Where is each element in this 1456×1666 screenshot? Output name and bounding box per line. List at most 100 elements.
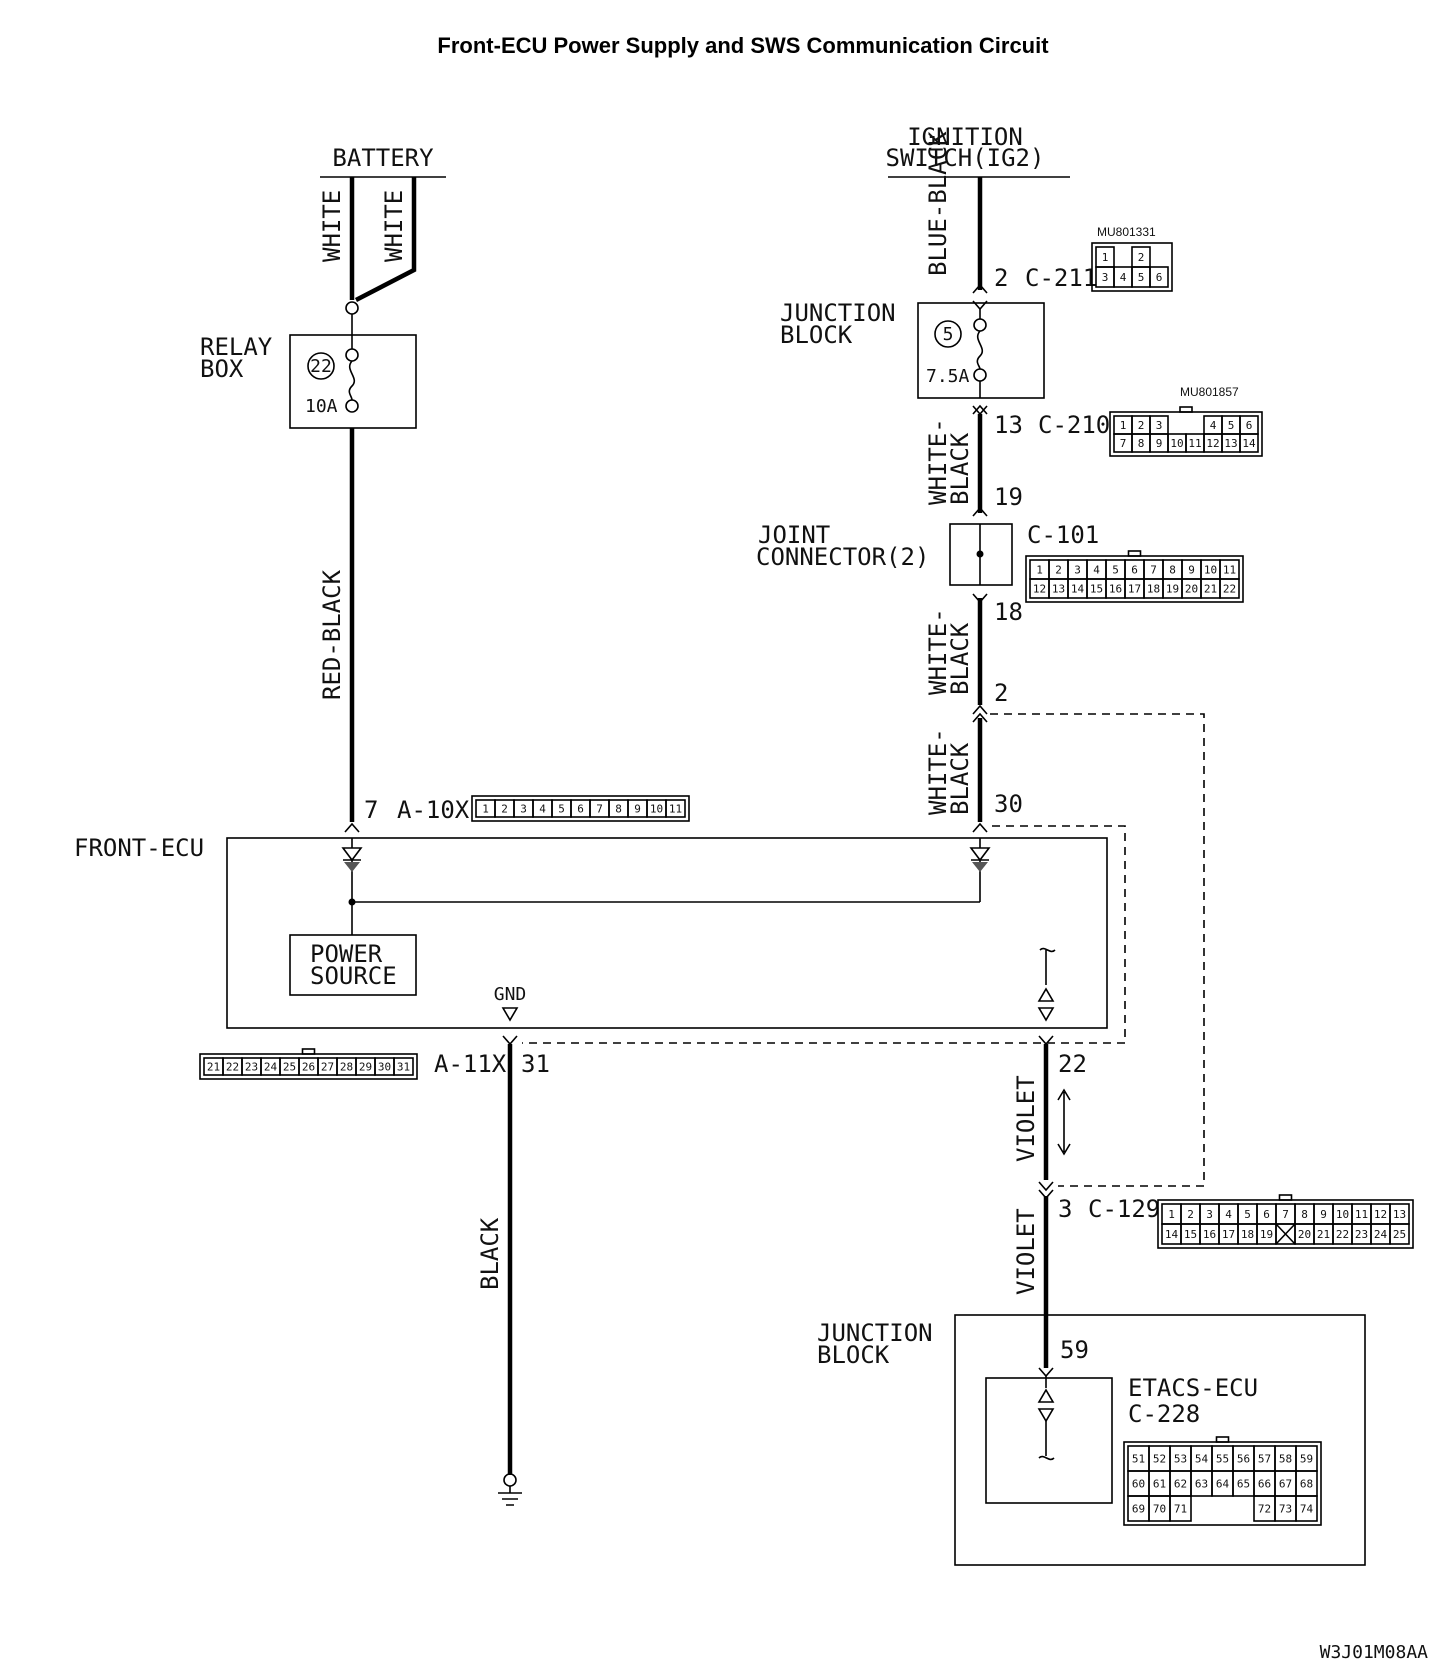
connector-pin-label: 7	[596, 803, 603, 816]
ground-terminal	[503, 1473, 517, 1487]
connector-pin-label: 12	[1206, 437, 1219, 450]
etacs-ecu-label: ETACS-ECU	[1128, 1374, 1258, 1402]
connector-pin-label: 6	[1131, 564, 1138, 577]
connector-pin-label: 67	[1279, 1478, 1292, 1491]
connector-pin-cell	[1149, 266, 1169, 288]
connector-pin-label: 17	[1128, 583, 1141, 596]
connector-pin-label: 13	[1393, 1208, 1406, 1221]
connector-pin-label: 1	[482, 803, 489, 816]
joint-pin-in-marker	[972, 506, 988, 517]
connector-pin-cell	[1295, 1495, 1318, 1522]
connector-pin-label: 12	[1033, 583, 1046, 596]
connector-pin-label: 12	[1374, 1208, 1387, 1221]
connector-key	[1215, 1436, 1230, 1443]
connector-pin-label: 26	[302, 1061, 315, 1074]
connector-pin-label: 66	[1258, 1478, 1271, 1491]
power-source-label-1: POWER	[310, 940, 383, 968]
connector-key	[1278, 1194, 1293, 1201]
a10x-pin-number: 7	[364, 796, 378, 824]
jb-fuse-rating: 7.5A	[926, 366, 970, 387]
ignition-label-1: IGNITION	[907, 123, 1023, 151]
connector-pin-label: 3	[1156, 419, 1163, 432]
connector-pin-label: 7	[1120, 437, 1127, 450]
connector-pin-label: 6	[577, 803, 584, 816]
connector-pin-label: 5	[558, 803, 565, 816]
connector-pin-label: 22	[1223, 583, 1236, 596]
relay-box-label-2: BOX	[200, 355, 244, 383]
connector-pin-cell	[665, 799, 686, 818]
connector-pin-label: 6	[1156, 271, 1163, 284]
connector-pin-label: 9	[634, 803, 641, 816]
connector-pin-label: 3	[1074, 564, 1081, 577]
white-black-wire-3-color-2: BLACK	[946, 742, 974, 815]
c101-connector-name: C-101	[1027, 521, 1099, 549]
power-source-label-2: SOURCE	[310, 962, 397, 990]
connector-pin-label: 70	[1153, 1503, 1166, 1516]
connector-pin-label: 22	[226, 1061, 239, 1074]
connector-pin-label: 2	[1138, 251, 1145, 264]
relay-fuse-symbol	[348, 360, 356, 401]
connector-key	[301, 1048, 316, 1055]
connector-pin-label: 21	[1204, 583, 1217, 596]
ecu-diode-left	[341, 838, 363, 902]
connector-pin-label: 2	[1138, 419, 1145, 432]
etacs-ecu-box	[985, 1377, 1113, 1504]
connector-pin-label: 4	[539, 803, 546, 816]
connector-pin-label: 9	[1188, 564, 1195, 577]
connector-pin-label: 10	[650, 803, 663, 816]
connector-pin-label: 53	[1174, 1453, 1187, 1466]
connector-pin-label: 57	[1258, 1453, 1271, 1466]
ecu-ig-pin-number: 30	[994, 790, 1023, 818]
a11x-pin-number: 31	[521, 1050, 550, 1078]
connector-pin-label: 8	[615, 803, 622, 816]
connector-pin-label: 14	[1242, 437, 1256, 450]
ecu-diode-left-fill	[344, 862, 360, 872]
connector-pin-label: 10	[1204, 564, 1217, 577]
connector-pin-cell	[1219, 578, 1240, 599]
connector-pin-label: 58	[1279, 1453, 1292, 1466]
a11x-connector-name: A-11X	[434, 1050, 507, 1078]
connector-pin-label: 4	[1120, 271, 1127, 284]
relay-fuse-top-terminal	[345, 301, 359, 315]
connector-pin-label: 24	[264, 1061, 278, 1074]
connector-pin-label: 1	[1120, 419, 1127, 432]
joint-connector-label-1: JOINT	[758, 521, 830, 549]
connector-pin-label: 55	[1216, 1453, 1229, 1466]
connector-pin-label: 15	[1090, 583, 1103, 596]
connector-pin-label: 30	[378, 1061, 391, 1074]
ecu-diode-right-fill	[972, 862, 988, 872]
diagram-title: Front-ECU Power Supply and SWS Communica…	[437, 33, 1049, 58]
connector-pin-cell	[1389, 1223, 1410, 1245]
battery-label: BATTERY	[332, 144, 434, 172]
jb-fuse-symbol	[976, 330, 984, 370]
etacs-comm-tilde	[1038, 1421, 1055, 1461]
connector-pin-label: 24	[1374, 1228, 1388, 1241]
splice-pin-number: 2	[994, 679, 1008, 707]
connector-pin-label: 25	[283, 1061, 296, 1074]
c211-connector-name: C-211	[1025, 264, 1097, 292]
c210-connector-name: C-210	[1038, 411, 1110, 439]
connector-pin-label: 9	[1320, 1208, 1327, 1221]
battery-wire-right-color: WHITE	[380, 190, 408, 262]
joint-connector-2	[949, 523, 1013, 586]
connector-pin-label: 21	[207, 1061, 220, 1074]
white-black-wire-1-color-1: WHITE-	[924, 418, 952, 505]
connector-outline	[471, 795, 690, 822]
etacs-pin-marker	[1038, 1367, 1054, 1378]
connector-pin-label: 59	[1300, 1453, 1313, 1466]
joint-connector-dot	[976, 550, 984, 558]
jb-fuse-number: 5	[943, 324, 954, 345]
c129-pin-number: 3	[1058, 1195, 1072, 1223]
connector-pin-label: 6	[1263, 1208, 1270, 1221]
connector-pin-label: 23	[1355, 1228, 1368, 1241]
connector-pin-label: 13	[1224, 437, 1237, 450]
connector-pin-label: 51	[1132, 1453, 1145, 1466]
joint-connector-label-2: CONNECTOR(2)	[756, 543, 929, 571]
connector-pin-label: 52	[1153, 1453, 1166, 1466]
junction-block-lower-label-2: BLOCK	[817, 1341, 890, 1369]
connector-pin-label: 56	[1237, 1453, 1250, 1466]
c211-pin-number: 2	[994, 264, 1008, 292]
